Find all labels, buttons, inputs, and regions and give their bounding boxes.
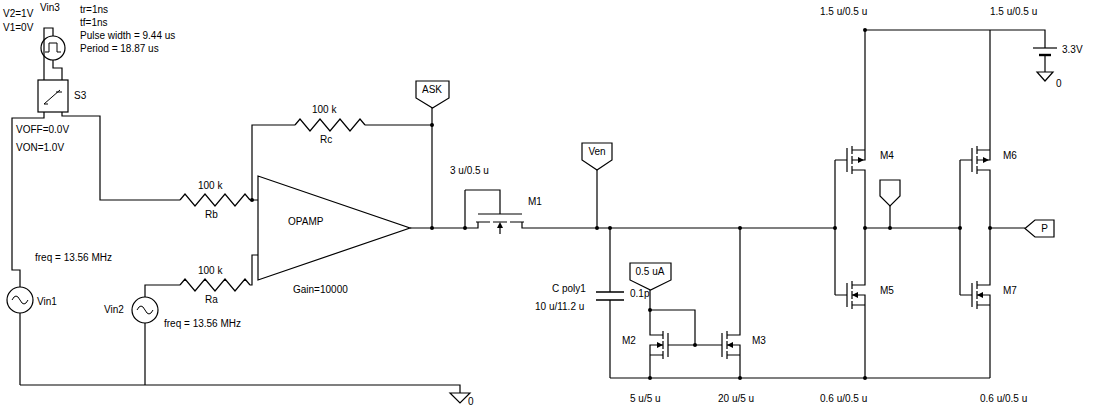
opamp-symbol: OPAMPGain=10000 — [258, 176, 410, 280]
schematic-label: Ra — [205, 294, 218, 305]
battery-symbol — [1033, 47, 1057, 48]
net-flag: P — [1025, 220, 1054, 237]
node-outline — [258, 176, 410, 280]
schematic-label: M4 — [880, 150, 894, 161]
node-outline — [1025, 220, 1054, 237]
schematic-label: Rc — [320, 134, 332, 145]
nmos-transistor — [710, 320, 740, 370]
schematic-label: tf=1ns — [80, 17, 108, 28]
schematic-label: 20 u/5 u — [718, 393, 754, 404]
pmos-transistor — [835, 135, 865, 185]
pulse-source — [41, 36, 65, 60]
node-text: 0.5 uA — [630, 266, 671, 277]
net-flag: 0.5 uA — [630, 263, 671, 290]
pulse-source — [45, 43, 61, 52]
schematic-label: 0.6 u/0.5 u — [980, 393, 1027, 404]
schematic-label: freq = 13.56 MHz — [35, 252, 112, 263]
schematic-label: M1 — [528, 196, 542, 207]
node-text: ASK — [416, 84, 449, 95]
schematic-label: 3.3V — [1062, 44, 1083, 55]
schematic-label: 0 — [1056, 78, 1062, 89]
schematic-label: VOFF=0.0V — [16, 124, 69, 135]
nmos-transistor — [497, 222, 503, 228]
nmos-transistor — [650, 320, 680, 370]
node-outline — [258, 176, 410, 280]
net-flag: ASK — [416, 81, 449, 108]
schematic-label: 100 k — [198, 180, 222, 191]
wire — [12, 28, 1045, 393]
node-text: OPAMP — [288, 216, 323, 227]
schematic-label: 0.6 u/0.5 u — [820, 393, 867, 404]
schematic-label: M6 — [1003, 150, 1017, 161]
node-outline — [416, 81, 449, 108]
net-flag — [880, 180, 900, 206]
schematic-label: tr=1ns — [80, 4, 108, 15]
node-text: P — [1035, 223, 1054, 234]
nmos-transistor — [960, 270, 990, 320]
switch-symbol — [44, 90, 62, 104]
junction-dot — [250, 28, 992, 380]
node-outline — [1025, 220, 1054, 237]
nmos-transistor — [835, 270, 865, 320]
pmos-transistor — [960, 135, 990, 185]
node-outline — [630, 263, 671, 290]
schematic-label: S3 — [74, 90, 86, 101]
schematic-label: 5 u/5 u — [630, 393, 661, 404]
schematic-label: C poly1 — [552, 283, 586, 294]
schematic-label: 100 k — [198, 265, 222, 276]
schematic-label: Vin1 — [37, 296, 57, 307]
ground-symbol — [450, 72, 1053, 403]
node-text: Gain=10000 — [293, 284, 348, 295]
schematic-label: Vin2 — [104, 304, 124, 315]
sine-source — [132, 297, 158, 323]
schematic-label: M7 — [1003, 285, 1017, 296]
sine-source — [7, 287, 33, 313]
schematic-label: VON=1.0V — [16, 142, 64, 153]
schematic-label: M5 — [880, 285, 894, 296]
schematic-label: Vin3 — [40, 2, 60, 13]
schematic-label: 10 u/11.2 u — [535, 301, 584, 312]
switch-symbol — [38, 80, 68, 112]
sine-source — [137, 306, 153, 314]
net-flag: Ven — [582, 143, 612, 170]
node-outline — [582, 143, 612, 170]
schematic-label: Period = 18.87 us — [80, 43, 159, 54]
schematic-label: 0.1p — [630, 288, 649, 299]
schematic-label: 0 — [468, 396, 474, 407]
schematic-label: 100 k — [312, 104, 336, 115]
schematic-label: 1.5 u/0.5 u — [820, 6, 867, 17]
schematic-label: V1=0V — [3, 22, 33, 33]
battery-symbol — [1039, 54, 1051, 56]
wire-connector — [410, 108, 432, 228]
schematic-label: freq = 13.56 MHz — [164, 318, 241, 329]
schematic-label: 1.5 u/0.5 u — [990, 6, 1037, 17]
sine-source — [12, 296, 28, 304]
schematic-label: M3 — [752, 335, 766, 346]
capacitor-symbol — [596, 292, 624, 300]
schematic-label: M2 — [622, 335, 636, 346]
nmos-transistor — [476, 214, 524, 234]
schematic-label: 3 u/0.5 u — [450, 165, 489, 176]
schematic-label: Rb — [205, 209, 218, 220]
node-text: Ven — [582, 146, 612, 157]
schematic-label: V2=1V — [3, 8, 33, 19]
schematic-label: Pulse width = 9.44 us — [80, 30, 175, 41]
